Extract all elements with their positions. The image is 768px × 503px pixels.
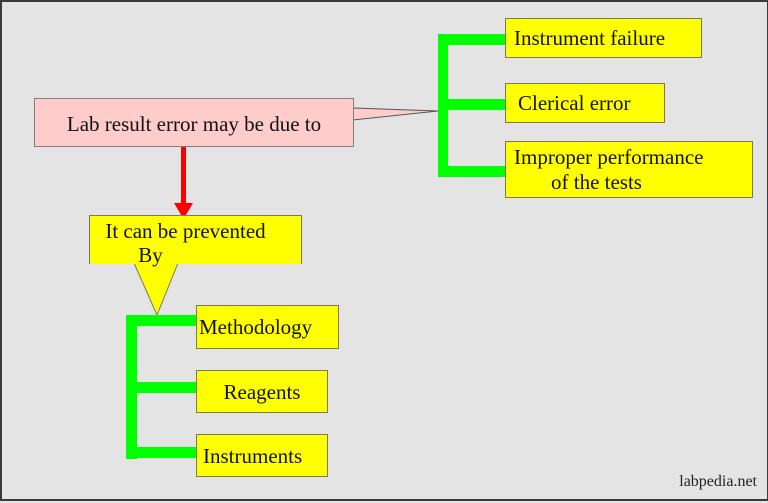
- method-methodology: Methodology: [196, 305, 339, 349]
- cause-instrument-failure: Instrument failure: [505, 18, 702, 58]
- cause-label: Instrument failure: [514, 26, 666, 50]
- prevention-bracket-top: [126, 315, 198, 326]
- causes-bracket-middle: [438, 99, 506, 110]
- cause-label: Clerical error: [518, 91, 631, 115]
- prevention-box: It can be prevented By: [89, 215, 302, 267]
- method-label: Reagents: [223, 379, 301, 404]
- method-label: Methodology: [199, 315, 313, 339]
- prevention-label-line2: By: [138, 243, 163, 267]
- method-reagents: Reagents: [196, 370, 328, 413]
- method-label: Instruments: [203, 443, 303, 468]
- causes-bracket-top: [438, 34, 506, 45]
- prevention-label-line1: It can be prevented: [105, 219, 266, 243]
- causes-bracket-bottom: [438, 166, 506, 177]
- cause-label-line2: of the tests: [551, 169, 642, 194]
- cause-improper-performance: Improper performance of the tests: [505, 141, 753, 198]
- cause-box: Lab result error may be due to: [34, 98, 354, 147]
- arrow-shaft: [181, 147, 186, 204]
- cause-clerical-error: Clerical error: [505, 83, 665, 123]
- cause-label-line1: Improper performance: [514, 144, 704, 169]
- arrow-head-icon: [174, 203, 193, 219]
- cause-box-label: Lab result error may be due to: [66, 111, 322, 136]
- prevention-bracket-middle: [126, 382, 198, 393]
- callout-pointer: [352, 107, 439, 121]
- prevention-bracket-bottom: [126, 447, 198, 458]
- method-instruments: Instruments: [196, 434, 328, 477]
- prevention-pointer: [133, 262, 179, 317]
- watermark: labpedia.net: [679, 473, 757, 490]
